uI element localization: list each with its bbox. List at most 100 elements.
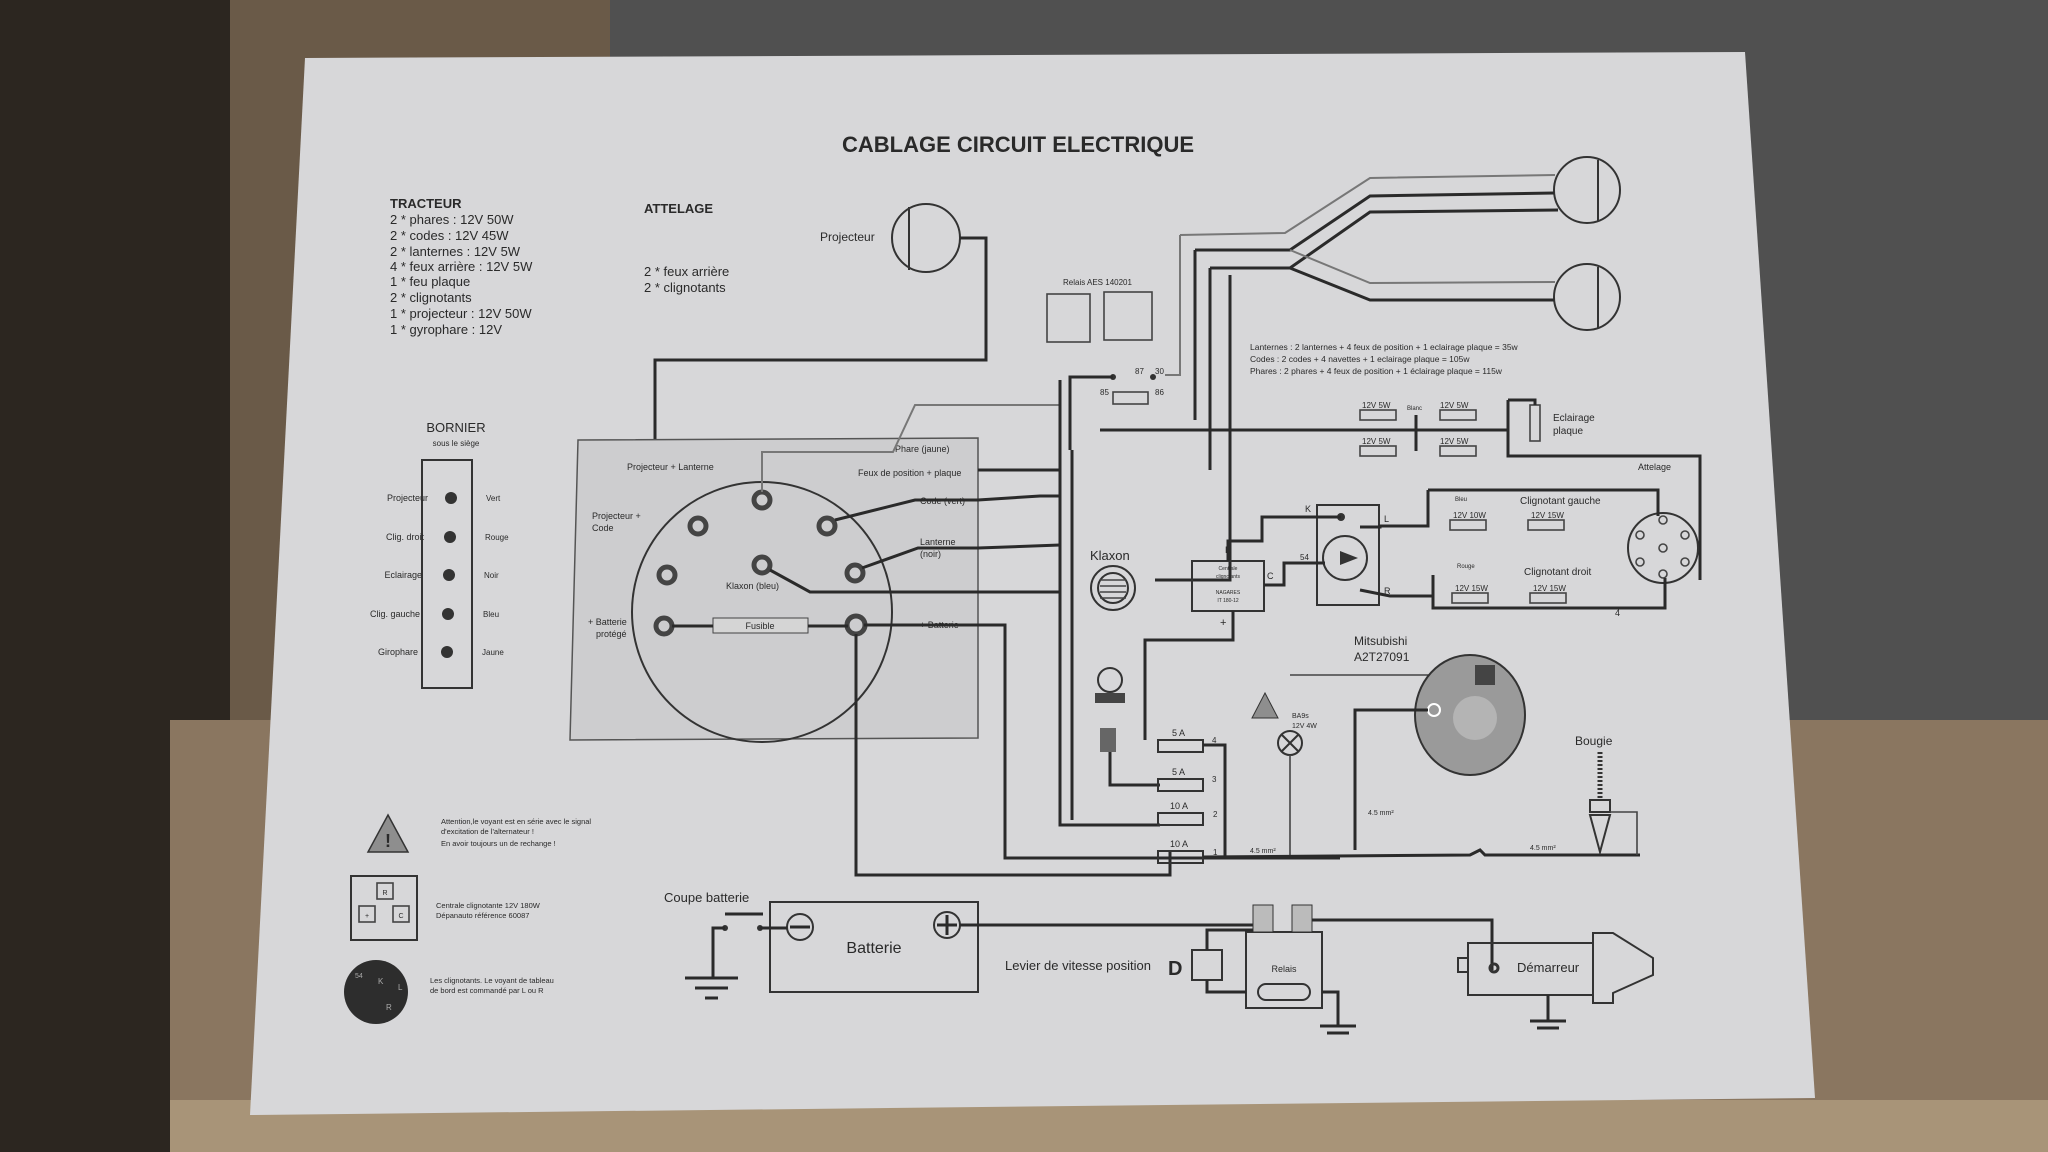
bulb-15w: [1529, 592, 1567, 604]
section-label: 4.5 mm²: [1368, 810, 1394, 817]
wire-commodo-l: [1360, 490, 1430, 529]
commodo-pinout-icon: [344, 960, 408, 1024]
bougie-body: [1589, 799, 1611, 813]
bornier-label: Projecteur: [387, 493, 428, 503]
bougie-label: Bougie: [1575, 734, 1613, 748]
demarreur-terminal: [1488, 962, 1500, 974]
power-note: Phares : 2 phares + 4 feux de position +…: [1250, 366, 1503, 376]
wire-to-centrale: [1155, 275, 1232, 582]
bornier-terminal: [441, 646, 453, 658]
centrale-note: Centrale clignotante 12V 180W: [436, 901, 541, 910]
attelage-heading: ATTELAGE: [644, 201, 713, 216]
label-proj-code: Projecteur +: [592, 511, 641, 521]
centrale-pinout-r: R: [382, 890, 387, 897]
wire-clig-gauche: [1428, 488, 1660, 516]
levier-label: Levier de vitesse position: [1005, 958, 1151, 973]
wire-color-label: Blanc: [1407, 406, 1422, 412]
fuse-rating: 5 A: [1172, 767, 1185, 777]
switch-terminal-proj-code: [656, 564, 678, 586]
centrale-pinout-c: C: [398, 913, 403, 920]
wire-attelage-feux: [1506, 400, 1702, 580]
fuse-body: [1157, 812, 1204, 826]
alternator: Mitsubishi A2T27091: [1354, 634, 1526, 776]
bulb-5w: [1439, 445, 1477, 457]
bulb-label: 12V 5W: [1362, 401, 1391, 410]
demarreur: Démarreur: [1457, 932, 1654, 1030]
tracteur-item: 1 * projecteur : 12V 50W: [390, 306, 532, 321]
headlamp-upper: [1553, 156, 1621, 224]
fuse-number: 1: [1213, 848, 1218, 857]
bulb-5w: [1439, 409, 1477, 421]
wire-levier-top: [1205, 928, 1253, 950]
centrale-pin-c: C: [1267, 571, 1274, 581]
tracteur-item: 1 * feu plaque: [390, 274, 470, 289]
attelage-list: ATTELAGE 2 * feux arrière 2 * clignotant…: [644, 201, 729, 295]
commodo-clignotants: K L R 54: [1300, 504, 1391, 606]
socket-pin: [1658, 515, 1668, 525]
klaxon: Klaxon: [1090, 548, 1136, 611]
gyrophare: [1095, 667, 1125, 752]
relais-label: Relais: [1271, 964, 1297, 974]
bulb-label: 12V 5W: [1440, 437, 1469, 446]
switch-panel-box: [569, 437, 979, 741]
section-label: 4.5 mm²: [1530, 845, 1556, 852]
wire-color-label: Rouge: [1457, 564, 1475, 570]
tracteur-item: 1 * gyrophare : 12V: [390, 322, 502, 337]
projecteur-label: Projecteur: [820, 230, 875, 244]
bulb-label: 12V 15W: [1533, 584, 1566, 593]
wire-lower-code: [1289, 266, 1554, 302]
voyant-label: 12V 4W: [1292, 723, 1317, 730]
commodo-arrow-icon: [1340, 551, 1358, 565]
label-feux-position: Feux de position + plaque: [858, 468, 961, 478]
wire-plaque: [1508, 398, 1537, 405]
socket-circle: [1627, 512, 1699, 584]
light-switch-panel: Fusible Projecteur + Lanterne Projecteur…: [569, 437, 979, 743]
commodo-note: de bord est commandé par L ou R: [430, 986, 544, 995]
wire-relay-87: [1068, 375, 1113, 450]
headlamp-lower: [1553, 263, 1621, 331]
switch-terminal-proj-lanterne: [687, 515, 709, 537]
wire-headlamp-lanterne: [1210, 208, 1559, 270]
attelage-item: 2 * feux arrière: [644, 264, 729, 279]
centrale-note: Dépanauto référence 60087: [436, 911, 529, 920]
lamp-circle: [1553, 263, 1621, 331]
bornier-terminal: [442, 608, 454, 620]
centrale-pinout-icon: [350, 875, 418, 941]
battery-label: Batterie: [846, 940, 901, 957]
tracteur-list: TRACTEUR 2 * phares : 12V 50W 2 * codes …: [390, 196, 533, 337]
commodo-pin-54: 54: [1300, 553, 1309, 562]
relais-terminal: [1291, 904, 1313, 933]
wire-centrale-r: [1226, 515, 1341, 561]
diagram-title: CABLAGE CIRCUIT ELECTRIQUE: [842, 132, 1194, 157]
relay-pin-30: 30: [1155, 367, 1164, 376]
wire-centrale-plus: [1143, 611, 1235, 740]
bornier-color: Bleu: [483, 610, 499, 619]
demarreur-label: Démarreur: [1517, 960, 1580, 975]
socket-pin: [1658, 569, 1668, 579]
wire-gyrophare: [1108, 752, 1160, 787]
bulb-label: 12V 5W: [1440, 401, 1469, 410]
commodo-note: Les clignotants. Le voyant de tableau: [430, 976, 554, 985]
section-label: 4.5 mm²: [1250, 848, 1276, 855]
centrale-pinout-pin: [376, 882, 394, 900]
bornier-terminal: [444, 531, 456, 543]
bulb-label: 12V 10W: [1453, 511, 1486, 520]
tracteur-item: 2 * lanternes : 12V 5W: [390, 244, 521, 259]
wire-projecteur: [653, 236, 988, 442]
klaxon-inner: [1097, 572, 1129, 604]
starter-relay: Relais: [1245, 904, 1323, 1009]
socket-pin: [1658, 543, 1668, 553]
warning-exclamation: !: [385, 831, 391, 851]
commodo-pinout-k: K: [378, 977, 384, 986]
bornier-row: Clig. droit Rouge: [386, 531, 509, 543]
socket-pin-number: 4: [1615, 608, 1620, 618]
wire-commodo-r: [1359, 588, 1433, 598]
attelage-socket-label: Attelage: [1638, 462, 1671, 472]
wire-headlamp-phare: [1179, 174, 1556, 236]
socket-pin: [1680, 530, 1690, 540]
gear-lever-switch: Levier de vitesse position D: [1005, 949, 1223, 981]
bulb-5w: [1359, 409, 1397, 421]
relay-pin-85: 85: [1100, 388, 1109, 397]
power-notes: Lanternes : 2 lanternes + 4 feux de posi…: [1250, 342, 1519, 376]
bornier-label: Clig. droit: [386, 532, 425, 542]
